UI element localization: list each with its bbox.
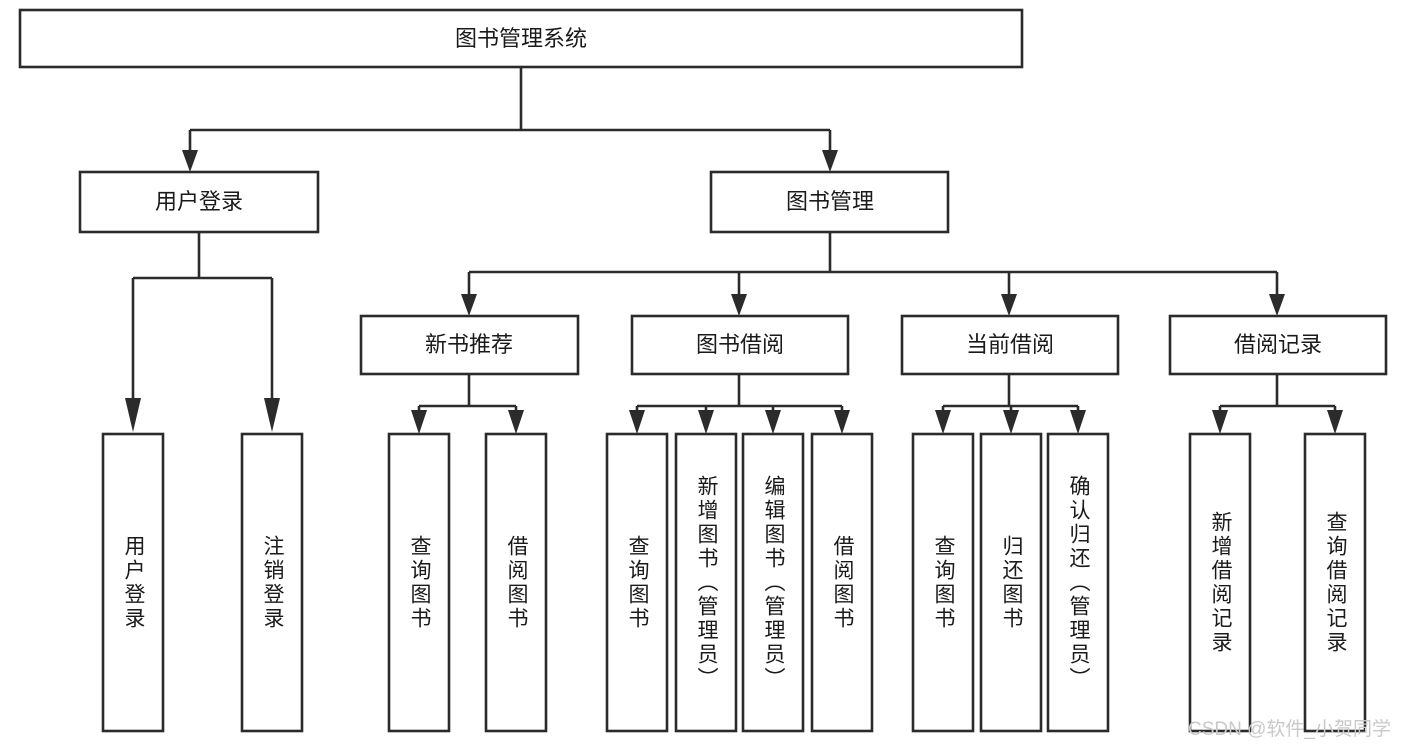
node-leaf-confirm-return[interactable] [1046,432,1110,733]
arrowhead-user-login [182,150,198,172]
node-layer: 图书管理系统 用户登录 图书管理 新书推荐 图书借阅 当前借阅 借阅记录 [18,8,1388,733]
node-leaf-borrow-book-2[interactable] [810,432,874,733]
arrowhead-leaf-user-login [125,398,141,432]
arrowhead-borrow-record [1269,294,1285,316]
arrowhead-leaf-query-book-1 [411,410,427,434]
node-leaf-query-book-2[interactable] [605,432,669,733]
node-leaf-query-record-label: 查询借阅记录 [1324,510,1348,655]
node-leaf-add-record-label: 新增借阅记录 [1209,510,1233,655]
arrowhead-leaf-return-book [1003,410,1019,434]
node-leaf-edit-book-admin[interactable] [741,432,805,733]
node-leaf-logout-login[interactable] [240,432,304,733]
arrowhead-leaf-query-book-2 [629,410,645,434]
node-book-borrow[interactable] [630,314,850,376]
node-book-manage-label: 图书管理 [786,189,874,214]
node-leaf-add-record[interactable] [1188,432,1252,733]
node-current-borrow-label: 当前借阅 [966,332,1054,357]
node-new-book-recommend-label: 新书推荐 [425,332,513,357]
arrowhead-leaf-add-record [1212,410,1228,434]
arrowhead-current-borrow [1001,294,1017,316]
arrowhead-leaf-confirm-return [1070,410,1086,434]
node-leaf-add-book-admin-label: 新增图书（管理员） [695,474,719,691]
node-book-borrow-label: 图书借阅 [696,332,784,357]
node-current-borrow[interactable] [900,314,1120,376]
node-leaf-query-book-1[interactable] [387,432,451,733]
node-leaf-return-book-label: 归还图书 [1000,534,1024,631]
node-leaf-query-book-3[interactable] [911,432,975,733]
node-root[interactable] [18,8,1024,69]
node-borrow-record-label: 借阅记录 [1234,332,1322,357]
node-root-label: 图书管理系统 [455,26,587,51]
node-leaf-query-record[interactable] [1303,432,1367,733]
arrowhead-leaf-borrow-book-1 [508,410,524,434]
node-leaf-return-book[interactable] [979,432,1043,733]
arrowhead-leaf-borrow-book-2 [834,410,850,434]
csdn-watermark: CSDN @软件_小贺同学 [1188,719,1391,740]
node-leaf-borrow-book-1-label: 借阅图书 [505,534,529,631]
node-book-manage[interactable] [709,170,950,234]
node-user-login-label: 用户登录 [155,189,243,214]
node-leaf-query-book-1-label: 查询图书 [408,534,432,631]
node-leaf-user-login-label: 用户登录 [122,534,146,631]
arrowhead-book-borrow [731,294,747,316]
node-leaf-confirm-return-label: 确认归还（管理员） [1067,474,1091,691]
arrowhead-book-manage [822,150,838,172]
node-leaf-borrow-book-1[interactable] [484,432,548,733]
node-leaf-add-book-admin[interactable] [674,432,738,733]
arrowhead-leaf-edit-book-admin [765,410,781,434]
node-new-book-recommend[interactable] [359,314,580,376]
node-user-login[interactable] [78,170,320,234]
node-leaf-query-book-3-label: 查询图书 [932,534,956,631]
node-leaf-query-book-2-label: 查询图书 [626,534,650,631]
node-borrow-record[interactable] [1168,314,1388,376]
node-leaf-logout-login-label: 注销登录 [261,534,285,631]
arrowhead-leaf-query-book-3 [935,410,951,434]
connector-layer [125,67,1343,434]
node-leaf-edit-book-admin-label: 编辑图书（管理员） [762,474,786,691]
arrowhead-leaf-query-record [1327,410,1343,434]
arrowhead-leaf-add-book-admin [698,410,714,434]
node-leaf-user-login[interactable] [101,432,165,733]
node-leaf-borrow-book-2-label: 借阅图书 [831,534,855,631]
arrowhead-new-book [461,294,477,316]
arrowhead-leaf-logout-login [264,398,280,432]
